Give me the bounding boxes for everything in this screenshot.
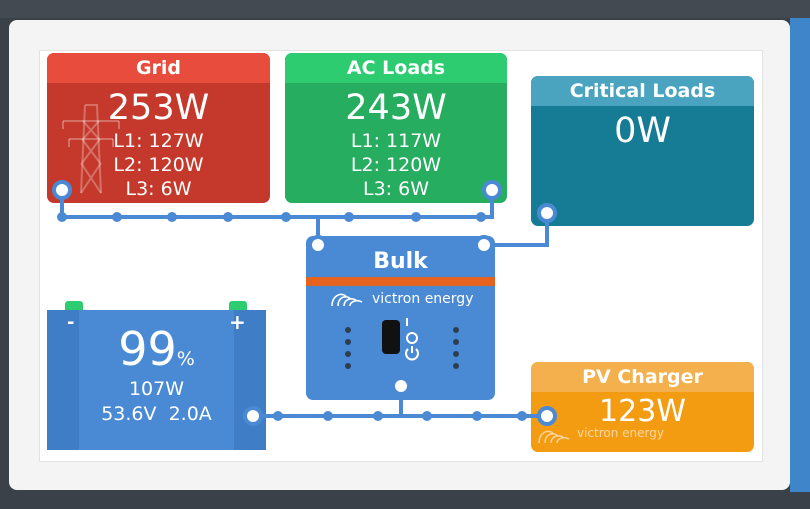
- battery-readings: 53.6V 2.0A: [47, 403, 266, 425]
- battery-soc-unit: %: [176, 348, 195, 370]
- battery-current: 2.0A: [168, 403, 212, 425]
- ac-loads-l2: L2: 120W: [350, 154, 442, 176]
- critical-loads-connector: [537, 203, 557, 223]
- window-right-strip: [790, 18, 810, 492]
- critical-loads-power: 0W: [614, 111, 671, 151]
- pv-charger-brand: victron energy: [577, 426, 664, 440]
- ac-loads-power: 243W: [345, 88, 447, 128]
- battery-connector: [243, 406, 263, 426]
- grid-connector: [52, 180, 72, 200]
- pv-charger-power: 123W: [599, 394, 686, 429]
- battery-plus-label: +: [229, 310, 246, 334]
- battery-voltage: 53.6V: [101, 403, 157, 425]
- battery-tile[interactable]: - + 99% 107W 53.6V 2.0A: [47, 301, 266, 450]
- ac-loads-l1: L1: 117W: [350, 130, 442, 152]
- ac-loads-tile[interactable]: AC Loads 243W L1: 117W L2: 120W L3: 6W: [285, 53, 507, 203]
- inverter-ac-in-connector: [308, 235, 328, 255]
- victron-logo: victron energy: [328, 290, 488, 312]
- ac-loads-title: AC Loads: [285, 53, 507, 83]
- grid-tile[interactable]: Grid 253W L1: 127W L2: 120W L3: 6W: [47, 53, 270, 203]
- transmission-tower-icon: [62, 104, 120, 194]
- battery-power: 107W: [128, 378, 185, 400]
- pv-charger-connector: [537, 406, 557, 426]
- inverter-state: Bulk: [373, 249, 428, 274]
- grid-title: Grid: [47, 53, 270, 83]
- inverter-accent-bar: [306, 277, 495, 286]
- inverter-brand: victron energy: [372, 291, 474, 307]
- battery-minus-label: -: [67, 312, 75, 333]
- window-top-strip: [0, 0, 810, 18]
- inverter-dc-connector: [391, 376, 411, 396]
- battery-soc-value: 99: [118, 322, 177, 376]
- ac-loads-connector: [482, 180, 502, 200]
- grid-l2: L2: 120W: [113, 154, 204, 176]
- victron-logo-icon: [331, 293, 363, 307]
- battery-left-edge: [47, 310, 79, 450]
- grid-power: 253W: [107, 88, 210, 128]
- pv-charger-tile[interactable]: PV Charger 123W victron energy: [531, 362, 754, 452]
- critical-loads-title: Critical Loads: [531, 76, 754, 106]
- victron-logo-icon: [538, 430, 570, 444]
- grid-l3: L3: 6W: [125, 178, 192, 200]
- inverter-tile[interactable]: Bulk victron energy: [306, 236, 495, 400]
- grid-l1: L1: 127W: [113, 130, 204, 152]
- battery-positive-terminal: [229, 301, 247, 310]
- inverter-ac-out-connector: [474, 235, 494, 255]
- inverter-front-panel: [345, 318, 459, 369]
- ac-loads-l3: L3: 6W: [363, 178, 429, 200]
- pv-charger-title: PV Charger: [531, 362, 754, 392]
- battery-right-edge: [234, 310, 266, 450]
- critical-loads-tile[interactable]: Critical Loads 0W: [531, 76, 754, 226]
- battery-negative-terminal: [65, 301, 83, 310]
- power-icon: [405, 346, 419, 361]
- battery-soc: 99%: [47, 324, 266, 374]
